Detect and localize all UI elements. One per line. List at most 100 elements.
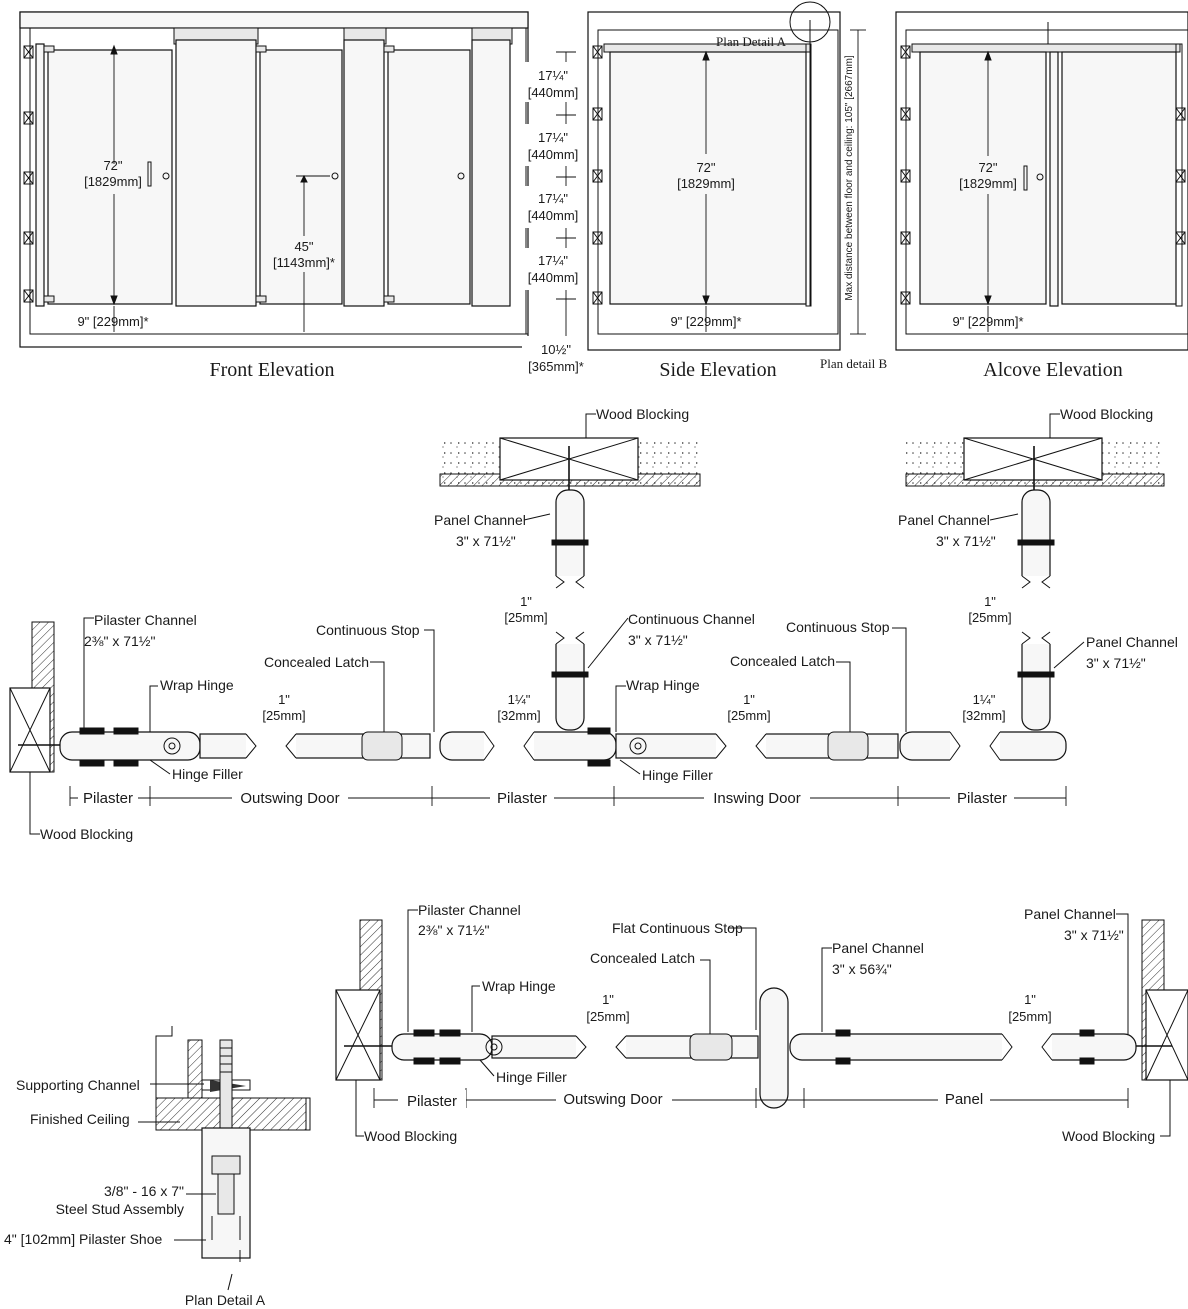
side-clearance: 9" [229mm]*: [670, 314, 741, 329]
plan2-segment-panel: Panel: [945, 1091, 983, 1108]
pilaster: [343, 39, 385, 307]
plan1-concealed-latch-b: Concealed Latch: [730, 653, 835, 669]
hinge-screws: [79, 727, 611, 767]
gap-125in-b: 1¼": [973, 692, 996, 707]
concealed-latch: [361, 731, 403, 761]
segment-inswing-door: Inswing Door: [713, 790, 801, 807]
plan1-wood-blocking-b: Wood Blocking: [1060, 406, 1153, 422]
gap-125in-a: 1¼": [508, 692, 531, 707]
plan2-wrap-hinge: Wrap Hinge: [482, 978, 556, 994]
latch-indicator: [457, 172, 465, 180]
hinge-group: [43, 45, 395, 303]
plan1-continuous-channel-size: 3" x 71½": [628, 632, 688, 648]
plan1-pilaster-channel-size: 2⅜" x 71½": [84, 633, 155, 649]
gap-25mm-c: [25mm]: [504, 610, 547, 625]
plan-view-2: 1" [25mm] 1" [25mm] Pilaster Outswing Do…: [335, 902, 1188, 1144]
front-elevation-title: Front Elevation: [210, 359, 335, 381]
latch-height-dim: 45": [294, 239, 313, 254]
plan2-panel-channel-a-size: 3" x 56¾": [832, 961, 892, 977]
pilaster: [175, 39, 257, 307]
plan1-panel-channel-c-size: 3" x 71½": [1086, 655, 1146, 671]
door-panel: [387, 49, 471, 305]
bottom-spacing-mm: [365mm]*: [528, 359, 584, 374]
gap-1in-d: 1": [984, 594, 996, 609]
stud-nut: [211, 1155, 241, 1175]
plan1-concealed-latch-a: Concealed Latch: [264, 654, 369, 670]
latch-indicator: [1036, 173, 1044, 181]
bracket-spacing-2-mm: [440mm]: [528, 147, 579, 162]
front-elevation: 72" [1829mm] 9" [229mm]* 45" [1143mm]* F…: [19, 11, 529, 381]
plan1-continuous-stop-a: Continuous Stop: [316, 622, 420, 638]
door-panel: [259, 49, 343, 305]
plan2-panel-channel-b-size: 3" x 71½": [1064, 927, 1124, 943]
plan1-pilaster-channel: Pilaster Channel: [94, 612, 197, 628]
wall-channel: [35, 43, 45, 307]
plan1-panel-channel-b-size: 3" x 71½": [936, 533, 996, 549]
headrail-top: [19, 11, 529, 29]
pilaster: [471, 39, 511, 307]
wall-brackets: [23, 45, 34, 303]
plan1-panel-channel-b: Panel Channel: [898, 512, 990, 528]
plan1-wood-blocking-a: Wood Blocking: [596, 406, 689, 422]
pilaster-shoe-label: 4" [102mm] Pilaster Shoe: [4, 1231, 162, 1247]
alcove-clearance: 9" [229mm]*: [952, 314, 1023, 329]
wall-brackets: [592, 45, 603, 305]
gap-1in-a: 1": [278, 692, 290, 707]
front-clearance: 9" [229mm]*: [77, 314, 148, 329]
max-distance-note: Max distance between floor and ceiling: …: [844, 55, 855, 301]
alcove-door: [919, 51, 1047, 305]
plan2-wood-blocking-b: Wood Blocking: [1062, 1128, 1155, 1144]
latch-indicator: [162, 172, 170, 180]
finished-ceiling-label: Finished Ceiling: [30, 1111, 130, 1127]
front-height-dim: 72": [103, 158, 122, 173]
plan1-wrap-hinge-b: Wrap Hinge: [626, 677, 700, 693]
plan2-flat-continuous-stop: Flat Continuous Stop: [612, 920, 743, 936]
wall-brackets: [900, 45, 1186, 305]
door-handle: [147, 161, 152, 187]
side-panel: [609, 51, 807, 305]
bracket-spacing-1: 17¼": [538, 68, 568, 83]
gap-25mm-d: [25mm]: [968, 610, 1011, 625]
steel-stud-label-2: Steel Stud Assembly: [56, 1201, 184, 1217]
plan2-pilaster-channel-size: 2⅜" x 71½": [418, 922, 489, 938]
plan2-segment-outswing-door: Outswing Door: [563, 1091, 662, 1108]
plan1-panel-channel-a: Panel Channel: [434, 512, 526, 528]
plan-detail-a-marker: [789, 1, 831, 43]
gap-1in-c: 1": [520, 594, 532, 609]
plan2-panel-channel-b: Panel Channel: [1024, 906, 1116, 922]
alcove-height-dim: 72": [978, 160, 997, 175]
hinge-screws: [413, 1029, 1095, 1065]
ceiling-block-right: [905, 437, 1165, 494]
side-elevation: 72" [1829mm] 9" [229mm]* Plan Detail A M…: [587, 1, 887, 381]
concealed-latch: [827, 731, 869, 761]
side-height-dim-mm: [1829mm]: [677, 176, 735, 191]
plan2-pilaster-channel: Pilaster Channel: [418, 902, 521, 918]
plan1-continuous-stop-b: Continuous Stop: [786, 619, 890, 635]
bracket-spacing-2: 17¼": [538, 130, 568, 145]
plan-detail-a: Supporting Channel Finished Ceiling 3/8"…: [4, 1026, 311, 1308]
pilaster-channel: [391, 1033, 493, 1061]
front-height-dim-mm: [1829mm]: [84, 174, 142, 189]
supporting-channel-label: Supporting Channel: [16, 1077, 140, 1093]
bracket-spacing-4-mm: [440mm]: [528, 270, 579, 285]
plan2-hinge-filler: Hinge Filler: [496, 1069, 567, 1085]
headrail: [911, 43, 1181, 53]
plan2-gap-25mm-b: [25mm]: [1008, 1009, 1051, 1024]
pilaster-edge: [805, 43, 812, 307]
gap-1in-b: 1": [743, 692, 755, 707]
plan2-gap-1in-b: 1": [1024, 992, 1036, 1007]
alcove-elevation: 72" [1829mm] 9" [229mm]* Alcove Elevatio…: [895, 11, 1188, 381]
plan1-panel-channel-a-size: 3" x 71½": [456, 533, 516, 549]
bracket-spacing-dims: 17¼" [440mm] 17¼" [440mm] 17¼" [440mm] 1…: [522, 51, 588, 376]
concealed-latch: [689, 1033, 733, 1061]
plan2-panel-channel-a: Panel Channel: [832, 940, 924, 956]
ceiling-block-left: [439, 437, 701, 494]
segment-pilaster-3: Pilaster: [957, 790, 1007, 807]
plan1-hinge-filler-b: Hinge Filler: [642, 767, 713, 783]
alcove-panel: [1061, 51, 1177, 305]
plan1-panel-channel-c: Panel Channel: [1086, 634, 1178, 650]
plan1-continuous-channel: Continuous Channel: [628, 611, 755, 627]
latch-height-dim-mm: [1143mm]*: [273, 255, 335, 270]
segment-outswing-door: Outswing Door: [240, 790, 339, 807]
